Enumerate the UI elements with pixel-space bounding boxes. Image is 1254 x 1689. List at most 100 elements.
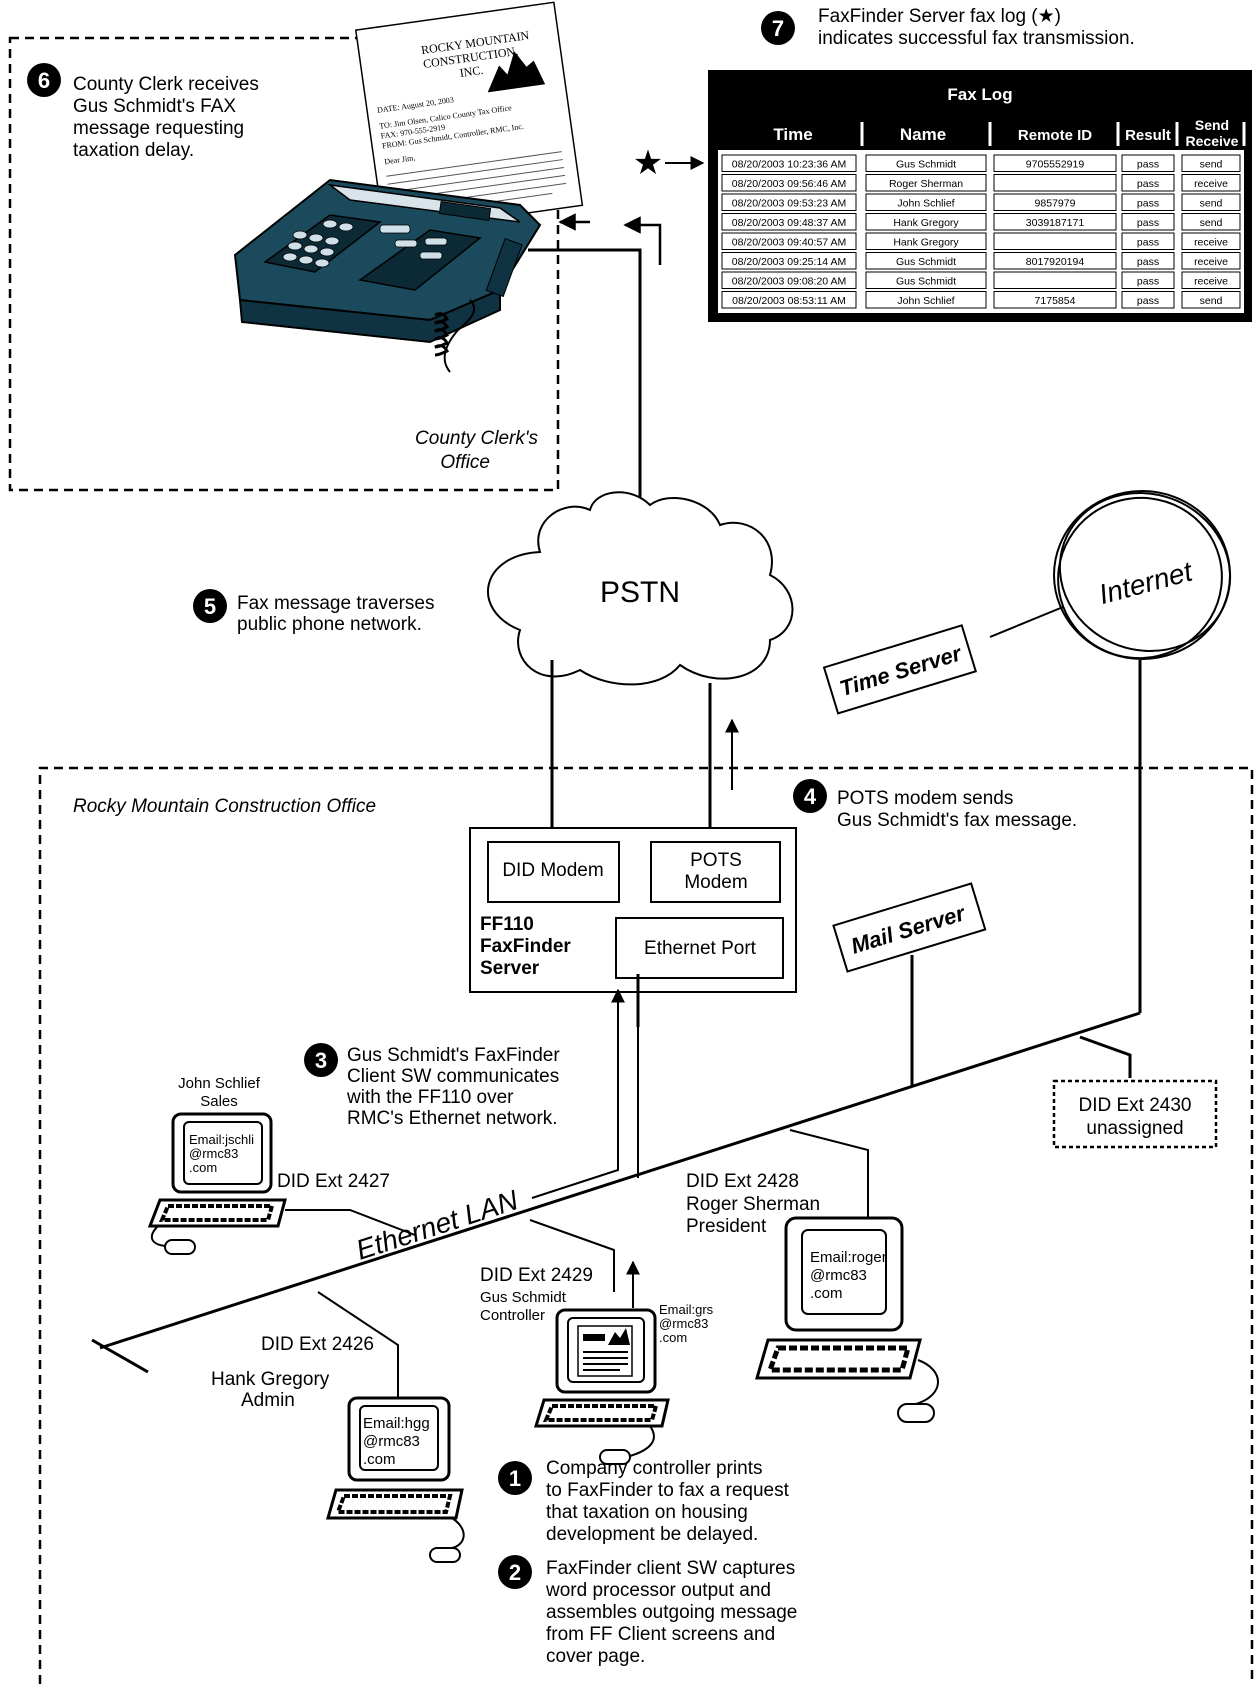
roger-name: Roger Sherman: [686, 1194, 820, 1215]
john-role: Sales: [200, 1093, 238, 1110]
fax-log-col-remote-id: Remote ID: [1018, 127, 1092, 144]
fax-log-col-send: Send: [1195, 117, 1229, 133]
svg-text:that taxation on housing: that taxation on housing: [546, 1502, 748, 1523]
phone-line-fax-pstn: [528, 248, 642, 500]
svg-text:6: 6: [38, 68, 50, 93]
svg-text:FaxFinder Server fax log (★): FaxFinder Server fax log (★): [818, 6, 1061, 27]
fax-log-cell-text: Gus Schmidt: [896, 276, 956, 288]
step-6-callout: 6 County Clerk receives Gus Schmidt's FA…: [27, 63, 259, 161]
fax-log-cell-text: pass: [1137, 198, 1159, 210]
roger-email-1: Email:roger: [810, 1249, 887, 1266]
svg-text:Company controller prints: Company controller prints: [546, 1458, 762, 1479]
fax-log-cell: [993, 291, 1117, 309]
svg-text:Dear Jim,: Dear Jim,: [384, 153, 416, 166]
mail-server: Mail Server: [832, 882, 987, 973]
fax-log-cell-text: Gus Schmidt: [896, 256, 956, 268]
fax-log-col-time: Time: [773, 125, 812, 144]
svg-text:Server: Server: [480, 958, 540, 979]
fax-log-col-name: Name: [900, 125, 946, 144]
svg-text:to FaxFinder to fax a request: to FaxFinder to fax a request: [546, 1480, 790, 1501]
svg-text:public phone network.: public phone network.: [237, 614, 422, 635]
svg-text:DID Modem: DID Modem: [502, 860, 603, 881]
fax-log-cell: [721, 271, 857, 289]
svg-text:FaxFinder client SW captures: FaxFinder client SW captures: [546, 1558, 795, 1579]
fax-log-cell-text: pass: [1137, 217, 1159, 229]
hank-email-2: @rmc83: [363, 1433, 420, 1450]
svg-text:4: 4: [804, 784, 817, 809]
fax-log-cell: [993, 271, 1117, 289]
svg-text:development be delayed.: development be delayed.: [546, 1524, 758, 1545]
fax-log-cell-text: pass: [1137, 237, 1159, 249]
fax-log-cell-text: 7175854: [1035, 295, 1076, 307]
fax-log-cell-text: 08/20/2003 09:48:37 AM: [732, 217, 846, 229]
fax-log-cell-text: 08/20/2003 09:25:14 AM: [732, 256, 846, 268]
success-star-icon: ★: [633, 144, 663, 182]
fax-log-cell-text: pass: [1137, 178, 1159, 190]
fax-log-cell: [865, 193, 987, 211]
gus-computer-icon: [533, 1308, 670, 1465]
fax-log-cell: [865, 252, 987, 270]
fax-log-cell-text: 9705552919: [1026, 159, 1085, 171]
county-office-label-1: County Clerk's: [415, 428, 538, 449]
svg-text:word processor output and: word processor output and: [545, 1580, 771, 1601]
gus-email-2: @rmc83: [659, 1316, 708, 1331]
svg-text:7: 7: [772, 16, 784, 41]
time-server: Time Server: [822, 624, 978, 715]
fax-log-cell: [1121, 193, 1175, 211]
fax-log-cell: [721, 193, 857, 211]
pstn-label: PSTN: [600, 576, 680, 609]
fax-paper: ROCKY MOUNTAIN CONSTRUCTION, INC. DATE: …: [354, 1, 584, 234]
gus-role: Controller: [480, 1307, 545, 1324]
fax-log-cell: [1121, 213, 1175, 231]
fax-log-cell-text: 3039187171: [1026, 217, 1085, 229]
fax-log-cell-text: 9857979: [1035, 198, 1076, 210]
svg-text:1: 1: [509, 1466, 521, 1491]
fax-log-cell-text: receive: [1194, 276, 1228, 288]
ethernet-lan-backbone: [91, 660, 1142, 1374]
fax-log-cell: [1181, 291, 1241, 309]
svg-text:unassigned: unassigned: [1086, 1118, 1183, 1139]
fax-log-cell: [993, 213, 1117, 231]
internet-label: Internet: [1096, 555, 1197, 610]
svg-text:DID Ext 2430: DID Ext 2430: [1079, 1095, 1192, 1116]
john-name: John Schlief: [178, 1075, 261, 1092]
fax-log-cell: [721, 174, 857, 192]
fax-log-cell-text: 08/20/2003 09:08:20 AM: [732, 276, 846, 288]
svg-text:Gus Schmidt's FaxFinder: Gus Schmidt's FaxFinder: [347, 1045, 560, 1066]
svg-text:Gus Schmidt's fax message.: Gus Schmidt's fax message.: [837, 810, 1077, 831]
hank-email-1: Email:hgg: [363, 1415, 430, 1432]
fax-log-cell: [1181, 174, 1241, 192]
fax-log-col-result: Result: [1125, 127, 1171, 144]
fax-log-cell: [1181, 154, 1241, 172]
fax-log-cell-text: pass: [1137, 159, 1159, 171]
gus-email-3: .com: [659, 1330, 687, 1345]
john-email-1: Email:jschli: [189, 1132, 254, 1147]
fax-log-cell: [1121, 154, 1175, 172]
fax-log-cell-text: 8017920194: [1026, 256, 1085, 268]
fax-log-cell: [993, 252, 1117, 270]
fax-log-cell-text: pass: [1137, 256, 1159, 268]
svg-text:message requesting: message requesting: [73, 118, 244, 139]
svg-text:INC.: INC.: [459, 63, 484, 80]
roger-role: President: [686, 1216, 767, 1237]
john-ext: DID Ext 2427: [277, 1171, 390, 1192]
fax-log-cell-text: 08/20/2003 09:40:57 AM: [732, 237, 846, 249]
step-1-callout: 1 Company controller prints to FaxFinder…: [498, 1458, 790, 1545]
did-modem: [487, 841, 620, 903]
pstn-cloud: [486, 491, 794, 686]
hank-name: Hank Gregory: [211, 1369, 330, 1390]
fax-log-cell-text: John Schlief: [897, 198, 954, 210]
roger-computer-icon: [755, 1216, 939, 1423]
step-3-callout: 3 Gus Schmidt's FaxFinder Client SW comm…: [304, 1043, 560, 1129]
gus-email-1: Email:grs: [659, 1302, 714, 1317]
fax-log-cell: [1181, 213, 1241, 231]
gus-name: Gus Schmidt: [480, 1289, 567, 1306]
fax-log-cell: [721, 291, 857, 309]
svg-text:FaxFinder: FaxFinder: [480, 936, 571, 957]
svg-text:Fax message traverses: Fax message traverses: [237, 593, 434, 614]
internet-globe: [1053, 490, 1232, 660]
fax-machine-icon: [233, 178, 542, 373]
fax-log-cell-text: receive: [1194, 178, 1228, 190]
svg-text:RMC's Ethernet network.: RMC's Ethernet network.: [347, 1108, 558, 1129]
